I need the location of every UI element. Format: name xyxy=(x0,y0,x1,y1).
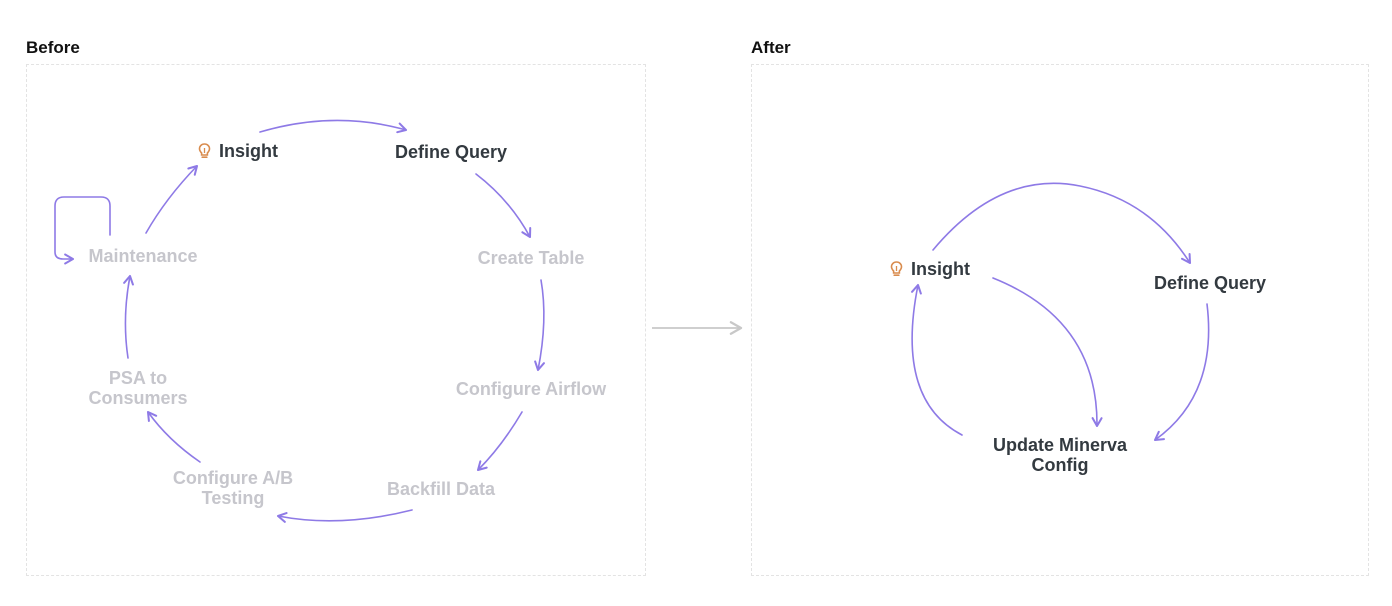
lightbulb-icon xyxy=(890,261,903,281)
arrow-maintenance-to-insight xyxy=(145,164,199,234)
before-node-define-query: Define Query xyxy=(394,142,508,162)
arrow-insight-to-define-query xyxy=(259,119,408,134)
before-node-configure-airflow: Configure Airflow xyxy=(455,379,607,399)
arrow-after-define-query-to-update xyxy=(1153,303,1210,442)
before-node-create-table: Create Table xyxy=(477,248,585,268)
arrow-define-query-to-create-table xyxy=(475,173,532,239)
before-node-maintenance: Maintenance xyxy=(88,246,198,266)
lightbulb-icon xyxy=(198,143,211,163)
before-title: Before xyxy=(26,38,80,57)
after-node-update-minerva-config: Update Minerva Config xyxy=(993,435,1127,475)
arrow-after-update-to-insight xyxy=(911,283,963,436)
arrow-after-insight-to-define-query xyxy=(932,182,1192,265)
before-insight-label: Insight xyxy=(219,141,278,161)
configure-ab-line1: Configure A/B xyxy=(172,468,294,488)
update-line1: Update Minerva xyxy=(992,435,1128,455)
after-panel xyxy=(751,64,1369,576)
configure-ab-line2: Testing xyxy=(201,488,265,508)
arrow-create-table-to-configure-airflow xyxy=(534,279,545,372)
before-node-insight: Insight xyxy=(198,141,278,163)
arrow-psa-to-maintenance xyxy=(123,274,134,359)
after-title: After xyxy=(751,38,791,57)
psa-line1: PSA to xyxy=(108,368,168,388)
after-node-insight: Insight xyxy=(890,259,970,281)
before-node-psa-to-consumers: PSA to Consumers xyxy=(88,368,187,408)
arrow-configure-airflow-to-backfill xyxy=(476,411,523,472)
arrow-backfill-to-configure-ab xyxy=(276,509,413,523)
maintenance-self-loop xyxy=(54,196,111,265)
after-node-define-query: Define Query xyxy=(1153,273,1267,293)
before-node-backfill-data: Backfill Data xyxy=(386,479,496,499)
arrow-after-insight-to-update xyxy=(992,277,1103,428)
arrow-configure-ab-to-psa xyxy=(146,410,201,463)
before-node-configure-ab-testing: Configure A/B Testing xyxy=(173,468,293,508)
update-line2: Config xyxy=(1031,455,1089,475)
psa-line2: Consumers xyxy=(88,388,188,408)
before-panel xyxy=(26,64,646,576)
after-insight-label: Insight xyxy=(911,259,970,279)
